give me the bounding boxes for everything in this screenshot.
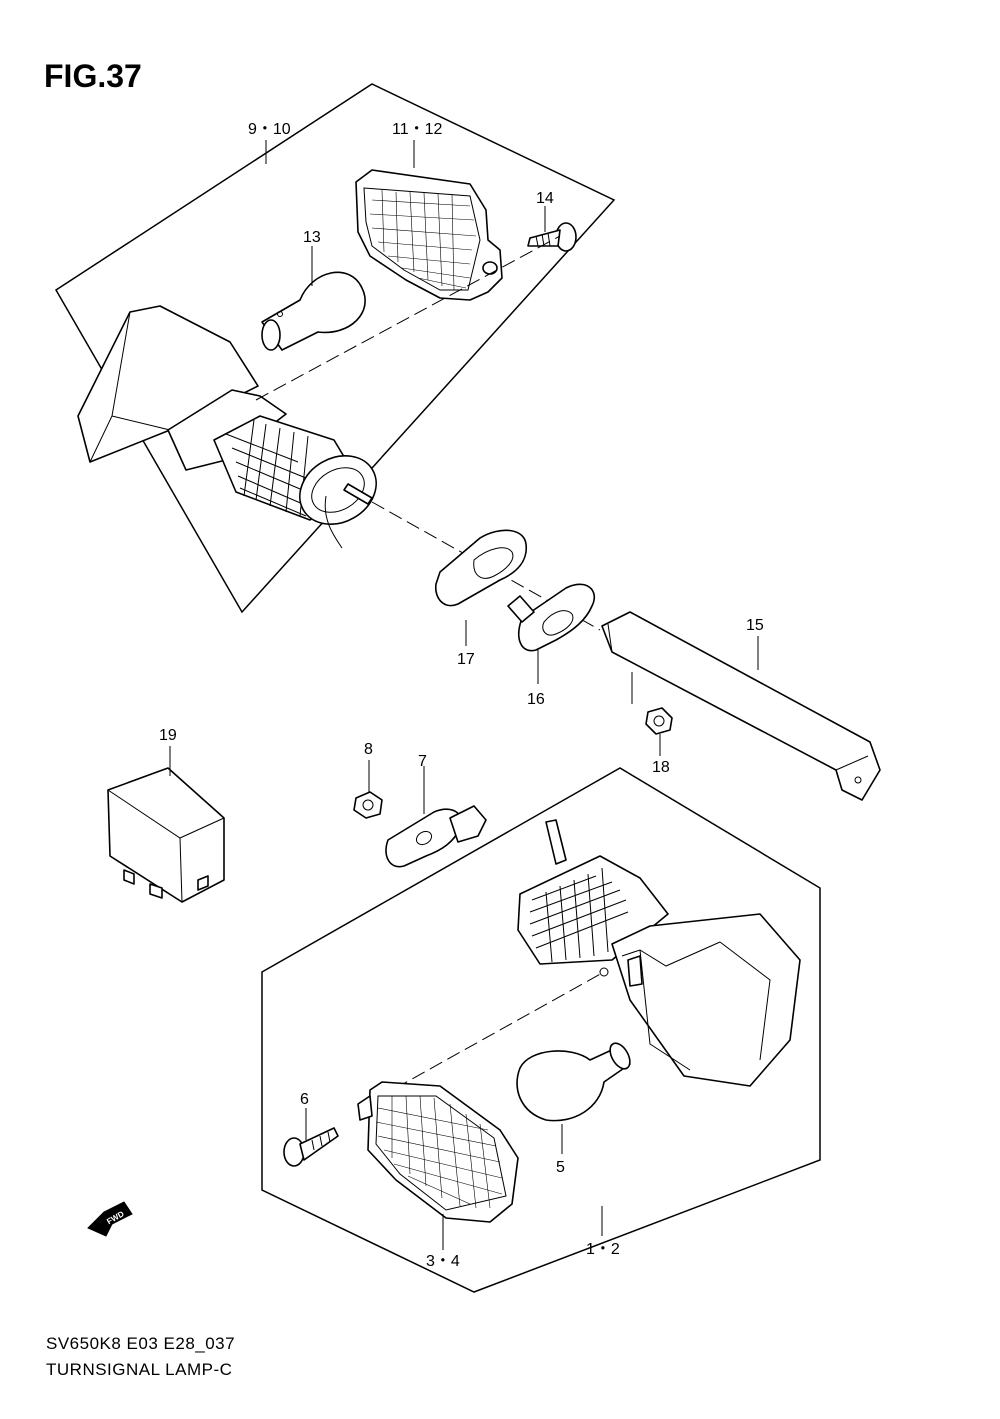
upper-nut-part xyxy=(645,707,673,735)
spacer-part xyxy=(507,583,595,652)
lower-assembly-frame xyxy=(261,767,821,1293)
model-code: SV650K8 E03 E28_037 xyxy=(46,1334,236,1353)
callout-18: 18 xyxy=(652,759,670,776)
relay-part xyxy=(107,767,225,903)
figure-title: FIG.37 xyxy=(44,58,142,94)
lower-lens-part xyxy=(357,1081,519,1223)
callout-3-4: 3・4 xyxy=(426,1253,460,1270)
upper-assembly-frame xyxy=(54,83,616,614)
callout-1-2: 1・2 xyxy=(586,1241,620,1258)
lower-housing-part xyxy=(517,819,801,1087)
lower-screw-part xyxy=(283,1127,339,1167)
callout-7: 7 xyxy=(418,753,427,770)
callout-11-12: 11・12 xyxy=(392,121,443,138)
upper-housing-part xyxy=(77,305,377,549)
bracket-part xyxy=(601,611,881,801)
callout-9-10: 9・10 xyxy=(248,121,291,138)
leader-lines xyxy=(169,140,759,1250)
callout-17: 17 xyxy=(457,651,475,668)
lower-bulb-part xyxy=(516,1042,631,1122)
upper-bulb-part xyxy=(261,271,366,351)
callout-6: 6 xyxy=(300,1091,309,1108)
grommet-part xyxy=(434,529,527,607)
fwd-arrow-icon: FWD xyxy=(87,1201,133,1237)
callout-8: 8 xyxy=(364,741,373,758)
lower-nut-part xyxy=(353,791,383,819)
callout-14: 14 xyxy=(536,190,554,207)
callout-15: 15 xyxy=(746,617,764,634)
figure-name: TURNSIGNAL LAMP-C xyxy=(46,1360,233,1379)
callout-19: 19 xyxy=(159,727,177,744)
upper-screw-part xyxy=(527,222,577,252)
callout-16: 16 xyxy=(527,691,545,708)
callout-5: 5 xyxy=(556,1159,565,1176)
callout-13: 13 xyxy=(303,229,321,246)
upper-lens-part xyxy=(355,169,503,301)
lower-spacer-part xyxy=(385,805,487,868)
